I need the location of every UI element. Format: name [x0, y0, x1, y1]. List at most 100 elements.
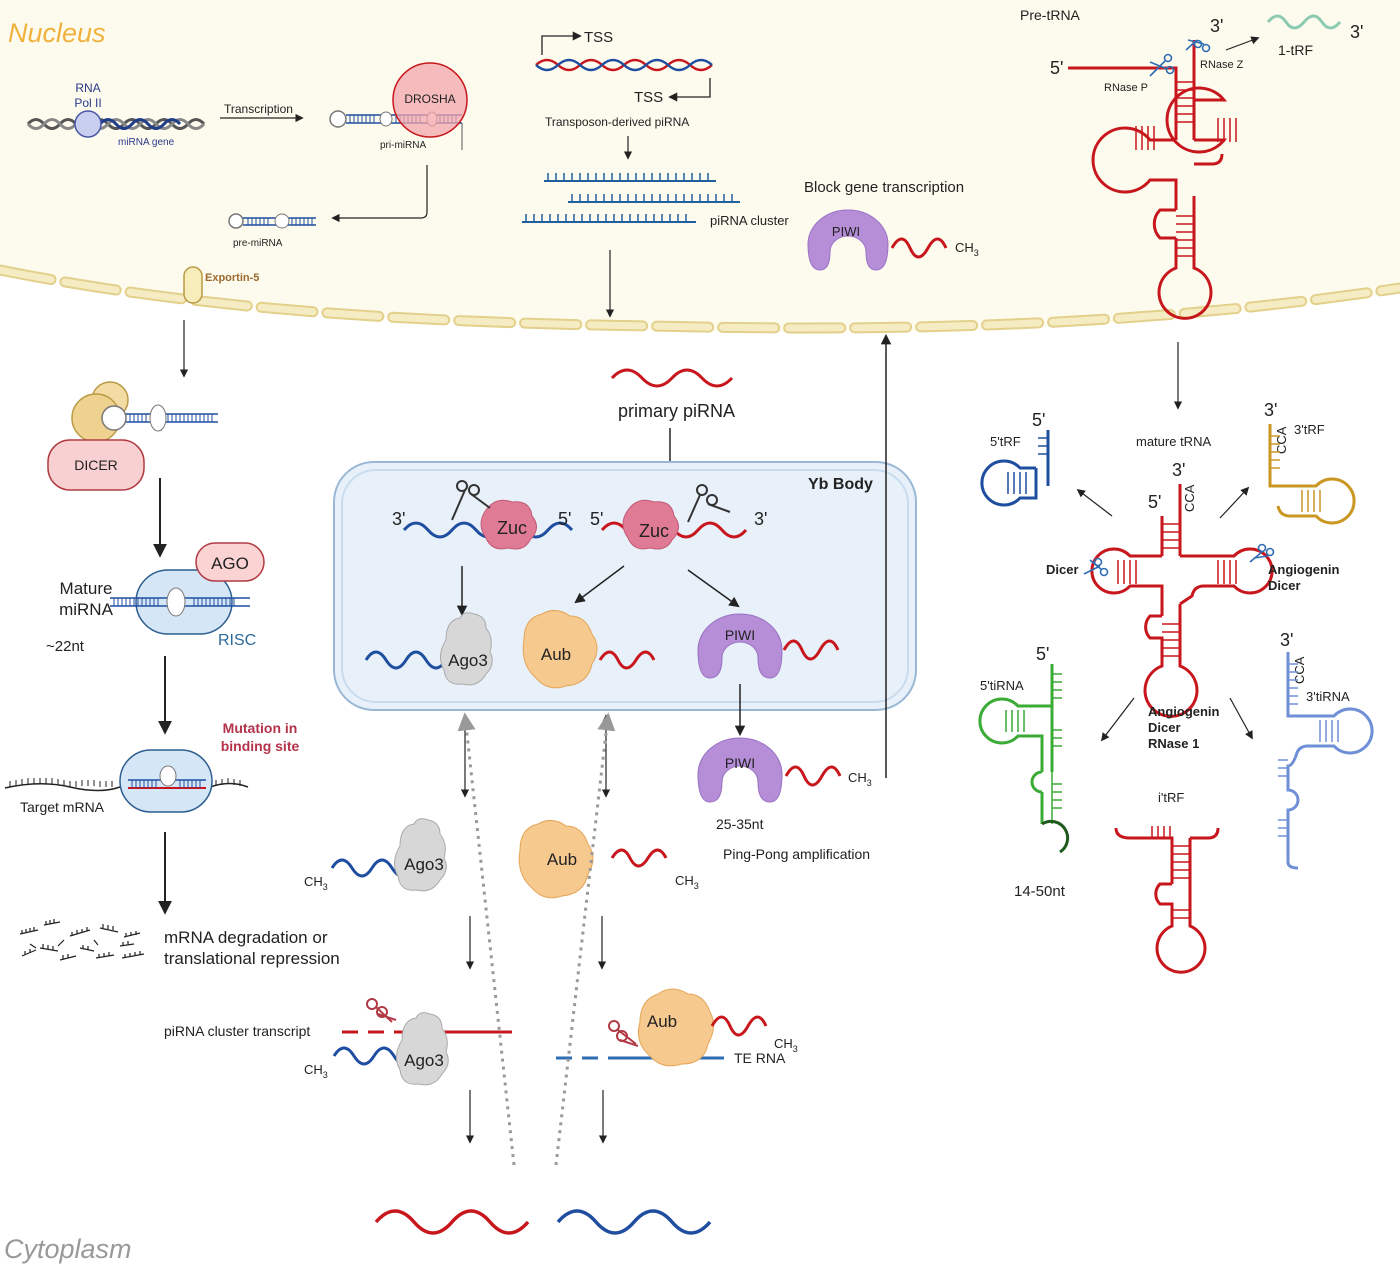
ago3-yb-label: Ago3 [448, 651, 488, 670]
ago3-cyto-label: Ago3 [404, 855, 444, 874]
pingpong-label: Ping-Pong amplification [723, 846, 870, 862]
aub-target-label: Aub [647, 1012, 677, 1031]
transposon-label: Transposon-derived piRNA [545, 115, 689, 129]
output-blue-pirna [556, 1209, 712, 1235]
cytoplasm-label: Cytoplasm [4, 1234, 132, 1264]
five-trf-5prime: 5' [1032, 410, 1045, 430]
scissors-te-icon [608, 1020, 639, 1047]
three-tirna-3prime: 3' [1280, 630, 1293, 650]
dicer-enzyme [47, 439, 145, 491]
three-trf-3prime: 3' [1264, 400, 1277, 420]
five-tirna [978, 664, 1062, 824]
mirna-size-label: ~22nt [46, 638, 85, 655]
drosha-label: DROSHA [404, 92, 455, 106]
five-trf-label: 5'tRF [990, 434, 1021, 449]
mrna-fragments [19, 919, 145, 961]
piwi-yb [697, 613, 783, 679]
one-trf-label: 1-tRF [1278, 42, 1313, 58]
svg-text:RNA: RNA [75, 81, 100, 95]
ch3-nucleus-label: CH3 [955, 240, 979, 258]
mature-cca: CCA [1182, 484, 1197, 512]
rnase-z-label: RNase Z [1200, 59, 1244, 71]
mature-5prime: 5' [1148, 492, 1161, 512]
one-trf-strand [1266, 14, 1342, 30]
three-tirna-cca: CCA [1292, 656, 1307, 684]
angiogenin-scissors-icon [1249, 543, 1275, 563]
five-tirna-5prime: 5' [1036, 644, 1049, 664]
yb-left-5prime: 5' [558, 509, 571, 529]
pre-trna-3prime: 3' [1210, 16, 1223, 36]
piwi-mature-label: PIWI [725, 755, 755, 771]
target-mrna-label: Target mRNA [20, 799, 105, 815]
pre-trna-5prime: 5' [1050, 58, 1063, 78]
tss-bottom-label: TSS [634, 89, 663, 106]
pirna-size-label: 25-35nt [716, 816, 764, 832]
five-tirna-label: 5'tiRNA [980, 678, 1024, 693]
aub-target [637, 988, 714, 1067]
pre-trna [1068, 40, 1237, 320]
te-rna-label: TE RNA [734, 1050, 786, 1066]
mirna-gene-label: miRNA gene [118, 137, 175, 148]
primary-pirna-strand [610, 368, 734, 388]
pirna-cluster-label: piRNA cluster [710, 213, 789, 228]
piwi-nucleus-label: PIWI [832, 224, 860, 239]
aub-yb [522, 610, 598, 689]
piwi-mature [697, 737, 783, 803]
one-trf-3prime: 3' [1350, 22, 1363, 42]
nucleus-region [0, 0, 1400, 333]
three-trf-cca: CCA [1274, 426, 1289, 454]
ago3-target-label: Ago3 [404, 1051, 444, 1070]
piwi-yb-label: PIWI [725, 627, 755, 643]
block-transcription-label: Block gene transcription [804, 179, 964, 196]
exportin-label: Exportin-5 [205, 272, 259, 284]
nucleus-label: Nucleus [8, 18, 106, 48]
trna-size-label: 14-50nt [1014, 883, 1066, 900]
yb-body-label: Yb Body [808, 476, 873, 493]
three-tirna-label: 3'tiRNA [1306, 689, 1350, 704]
ch3-ago3-lower-label: CH3 [304, 1062, 328, 1080]
primary-pirna-label: primary piRNA [618, 401, 735, 421]
ch3-piwi-label: CH3 [848, 770, 872, 788]
trna-pathway: Pre-tRNA 5' 3' RNase P RNase Z 3' 1-tR [978, 7, 1374, 974]
aub-cyto [518, 820, 594, 899]
yb-right-3prime: 3' [754, 509, 767, 529]
scissors-left-icon [451, 480, 491, 521]
ago-label: AGO [211, 554, 249, 573]
dicer-scissors-icon [1083, 557, 1109, 577]
exportin-5 [183, 266, 203, 304]
mature-trna-label: mature tRNA [1136, 434, 1211, 449]
rnase-p-label: RNase P [1104, 82, 1148, 94]
zuc-left [480, 499, 537, 550]
five-trf [980, 430, 1050, 507]
risc-label: RISC [218, 632, 256, 649]
itrf-label: i'tRF [1158, 790, 1184, 805]
transcription-label: Transcription [224, 102, 293, 116]
mature-trna [1090, 484, 1274, 718]
ago3-cyto [394, 818, 447, 892]
three-trf-label: 3'tRF [1294, 422, 1325, 437]
dicer-label: DICER [74, 457, 118, 473]
pirna-cluster [522, 173, 740, 223]
svg-text:Pol II: Pol II [74, 96, 101, 110]
dicer-trna-label: Dicer [1046, 562, 1079, 577]
yb-body [333, 461, 917, 711]
ago3-target [396, 1012, 449, 1086]
rna-pol-ii [74, 110, 102, 138]
ago3-yb [440, 612, 493, 686]
zuc-left-label: Zuc [497, 518, 527, 538]
zuc-right [622, 499, 679, 550]
zuc-right-label: Zuc [639, 521, 669, 541]
mirna-pathway: RNA Pol II miRNA gene Transcription DROS… [4, 62, 468, 968]
ago-protein [195, 542, 265, 582]
pre-trna-label: Pre-tRNA [1020, 7, 1081, 23]
mature-3prime: 3' [1172, 460, 1185, 480]
pirna-pathway: TSS TSS Transposon-derived piRNA piRNA c… [164, 29, 979, 1235]
three-trf [1268, 424, 1356, 525]
tss-top-label: TSS [584, 29, 613, 46]
pri-mirna-label: pri-miRNA [380, 140, 426, 151]
